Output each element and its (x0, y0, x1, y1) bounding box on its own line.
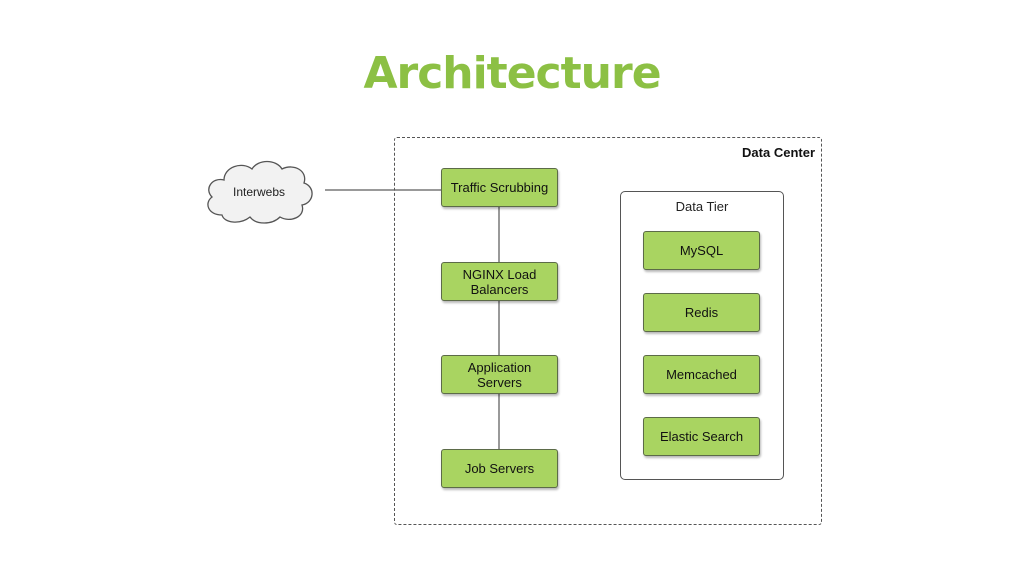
data-center-boundary: Data Center (394, 137, 822, 525)
node-elastic-search: Elastic Search (643, 417, 760, 456)
node-traffic-scrubbing: Traffic Scrubbing (441, 168, 558, 207)
data-tier-label: Data Tier (675, 199, 729, 214)
node-job-servers: Job Servers (441, 449, 558, 488)
data-tier-group: Data Tier (620, 191, 784, 480)
node-application-servers: Application Servers (441, 355, 558, 394)
node-mysql: MySQL (643, 231, 760, 270)
node-memcached: Memcached (643, 355, 760, 394)
page-title: Architecture (363, 48, 661, 99)
node-nginx-load-balancers: NGINX Load Balancers (441, 262, 558, 301)
data-center-label: Data Center (742, 145, 815, 160)
cloud-icon (207, 160, 313, 224)
node-redis: Redis (643, 293, 760, 332)
cloud-label: Interwebs (232, 185, 286, 199)
